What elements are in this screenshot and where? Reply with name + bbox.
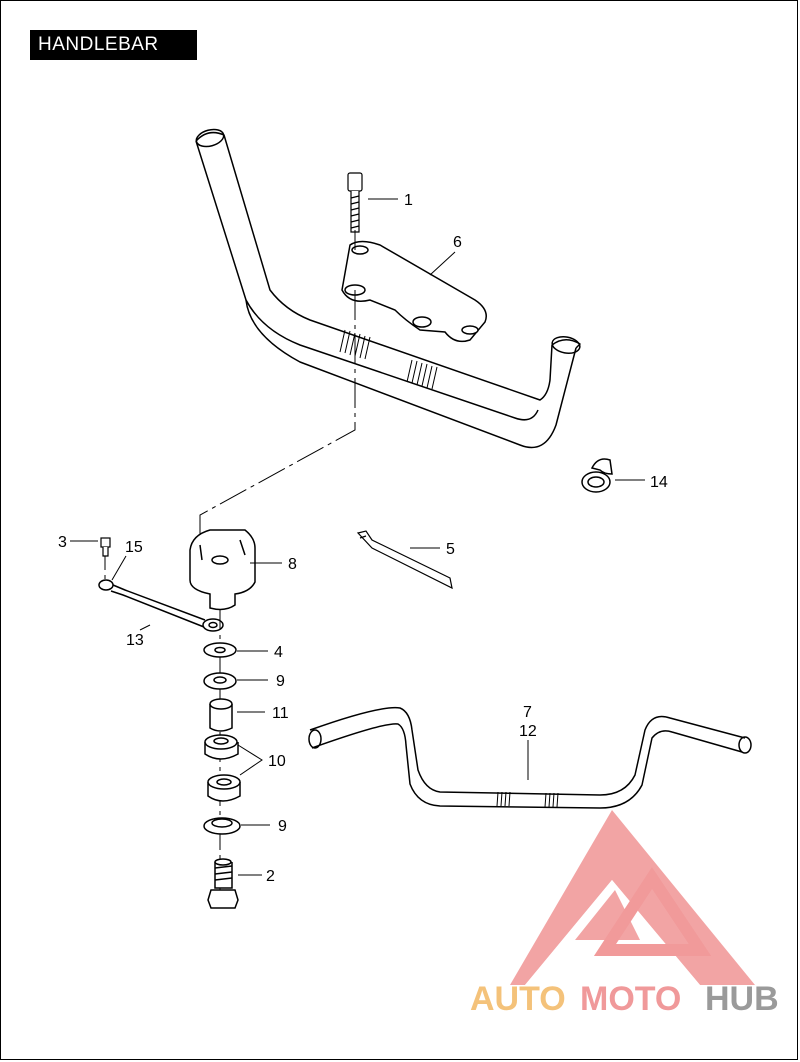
callout-15: 15 (125, 539, 143, 556)
washer-4 (203, 642, 237, 658)
cable-tie-5 (356, 530, 453, 590)
bushing-10-lower (207, 774, 241, 802)
callout-9-upper: 9 (276, 673, 285, 690)
title-box (30, 30, 197, 60)
callout-8: 8 (288, 556, 297, 573)
washer-9-lower (203, 817, 241, 835)
callout-3: 3 (58, 534, 67, 551)
upper-handlebar (195, 128, 581, 449)
watermark-moto: MOTO (580, 980, 681, 1018)
diagram-title: HANDLEBAR (38, 34, 159, 55)
lower-handlebar (308, 706, 752, 809)
callout-9-lower: 9 (278, 818, 287, 835)
bolt-2 (207, 858, 239, 909)
callouts: 1 6 3 15 8 5 13 4 9 11 10 9 2 7 12 14 (58, 192, 668, 885)
bushing-10-upper (204, 734, 239, 760)
callout-5: 5 (446, 541, 455, 558)
callout-11: 11 (272, 705, 289, 722)
top-clamp (341, 240, 487, 343)
watermark-text: AUTO MOTO HUB (470, 980, 779, 1018)
watermark-hub: HUB (705, 980, 779, 1018)
callout-4: 4 (274, 644, 283, 661)
callout-12: 12 (519, 723, 537, 740)
riser (189, 529, 256, 611)
watermark-auto: AUTO (470, 980, 566, 1018)
clip-14 (581, 458, 613, 493)
screw-3 (100, 537, 111, 557)
washer-9-upper (203, 672, 237, 690)
leader-lines (70, 198, 645, 876)
bolt-1 (347, 172, 363, 233)
watermark-logo (510, 810, 755, 985)
callout-13: 13 (126, 632, 144, 649)
callout-7: 7 (523, 704, 532, 721)
callout-2: 2 (266, 868, 275, 885)
sleeve-11 (209, 698, 233, 732)
callout-6: 6 (453, 234, 462, 251)
callout-10: 10 (268, 753, 286, 770)
callout-14: 14 (650, 474, 668, 491)
callout-1: 1 (404, 192, 413, 209)
ground-strap-13 (98, 579, 224, 632)
